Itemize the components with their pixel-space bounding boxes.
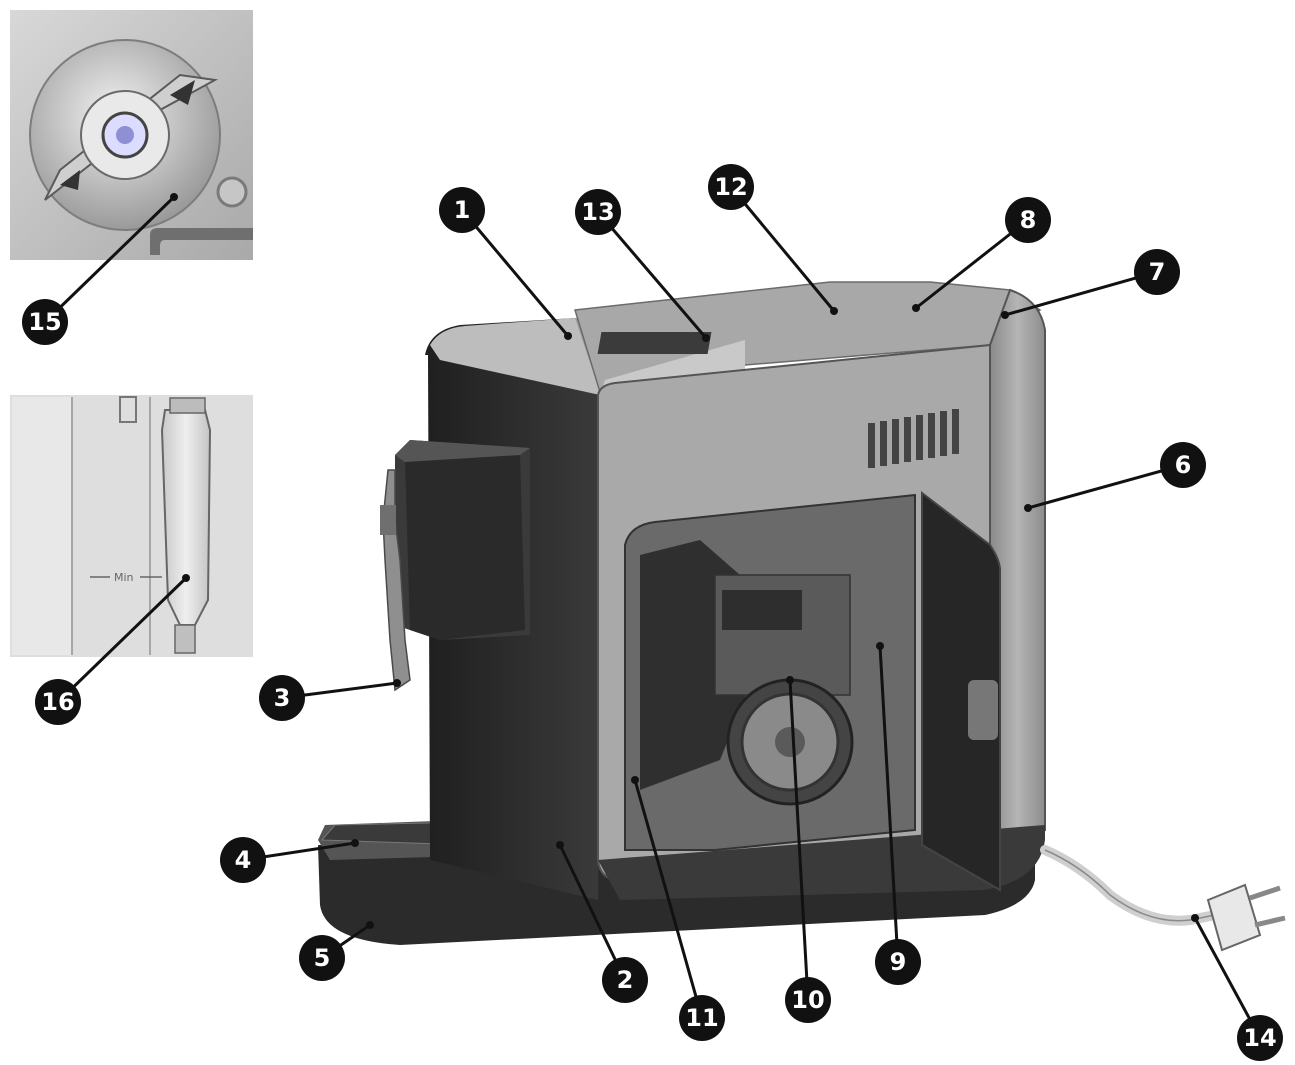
leader-line-2 <box>558 844 627 981</box>
callout-badge-6 <box>1160 442 1206 488</box>
callout-11: 11 <box>631 776 725 1041</box>
callout-3: 3 <box>259 675 401 721</box>
leader-line-11 <box>633 779 704 1019</box>
leader-dot-10 <box>786 676 794 684</box>
leader-line-15 <box>43 195 176 324</box>
leader-line-16 <box>56 576 188 704</box>
leader-dot-2 <box>556 841 564 849</box>
callout-7: 7 <box>1001 249 1180 319</box>
callout-4: 4 <box>220 837 359 883</box>
callout-number-5: 5 <box>314 944 331 972</box>
leader-dot-5 <box>366 921 374 929</box>
callout-badge-8 <box>1005 197 1051 243</box>
callout-badge-14 <box>1237 1015 1283 1061</box>
callout-number-2: 2 <box>617 966 634 994</box>
vents <box>868 409 959 468</box>
leader-dot-9 <box>876 642 884 650</box>
callout-number-4: 4 <box>235 846 252 874</box>
leader-line-6 <box>1027 463 1184 510</box>
leader-line-9 <box>878 645 900 963</box>
callout-number-12: 12 <box>714 173 747 201</box>
callout-badge-3 <box>259 675 305 721</box>
callout-badge-16 <box>35 679 81 725</box>
callout-number-16: 16 <box>41 688 74 716</box>
callout-number-1: 1 <box>454 196 471 224</box>
callout-number-11: 11 <box>685 1004 718 1032</box>
callout-badge-9 <box>875 939 921 985</box>
leader-line-8 <box>915 218 1029 310</box>
callout-9: 9 <box>875 642 921 985</box>
leader-dot-15 <box>170 193 178 201</box>
power-cord <box>1040 845 1286 952</box>
callout-8: 8 <box>912 197 1051 312</box>
callout-number-13: 13 <box>581 198 614 226</box>
coffee-machine <box>318 281 1046 945</box>
callout-number-9: 9 <box>890 948 907 976</box>
callout-badge-7 <box>1134 249 1180 295</box>
callout-1: 1 <box>439 187 572 340</box>
leader-dot-16 <box>182 574 190 582</box>
leader-line-1 <box>460 209 570 337</box>
callout-badge-12 <box>708 164 754 210</box>
callout-number-10: 10 <box>791 986 824 1014</box>
callout-badge-1 <box>439 187 485 233</box>
leader-dot-6 <box>1024 504 1032 512</box>
leader-dot-4 <box>351 839 359 847</box>
callout-badge-4 <box>220 837 266 883</box>
callout-badge-11 <box>679 995 725 1041</box>
callout-16: 16 <box>35 574 190 725</box>
callout-15: 15 <box>22 193 178 345</box>
callout-number-3: 3 <box>274 684 291 712</box>
leader-line-7 <box>1004 270 1158 317</box>
min-label: Min <box>114 571 134 584</box>
callout-number-14: 14 <box>1243 1024 1276 1052</box>
callout-13: 13 <box>575 189 710 342</box>
callout-14: 14 <box>1191 914 1283 1061</box>
callout-number-6: 6 <box>1175 451 1192 479</box>
inset-water-tank: Min <box>10 395 253 657</box>
callout-badge-15 <box>22 299 68 345</box>
leader-line-13 <box>596 211 708 339</box>
leader-line-10 <box>788 679 810 1001</box>
callout-badge-10 <box>785 977 831 1023</box>
leader-line-12 <box>729 186 836 312</box>
leader-dot-3 <box>393 679 401 687</box>
callout-6: 6 <box>1024 442 1206 512</box>
leader-dot-7 <box>1001 311 1009 319</box>
leader-dot-8 <box>912 304 920 312</box>
callout-badge-2 <box>602 957 648 1003</box>
leader-dot-13 <box>702 334 710 342</box>
callout-badge-13 <box>575 189 621 235</box>
callout-10: 10 <box>785 676 831 1023</box>
leader-dot-14 <box>1191 914 1199 922</box>
callout-12: 12 <box>708 164 838 315</box>
callout-number-8: 8 <box>1020 206 1037 234</box>
inset-dial <box>10 10 253 260</box>
leader-dot-1 <box>564 332 572 340</box>
callout-2: 2 <box>556 841 648 1003</box>
leader-dot-12 <box>830 307 838 315</box>
callout-badge-5 <box>299 935 345 981</box>
leader-dot-11 <box>631 776 639 784</box>
callout-number-7: 7 <box>1149 258 1166 286</box>
callout-number-15: 15 <box>28 308 61 336</box>
callout-5: 5 <box>299 921 374 981</box>
